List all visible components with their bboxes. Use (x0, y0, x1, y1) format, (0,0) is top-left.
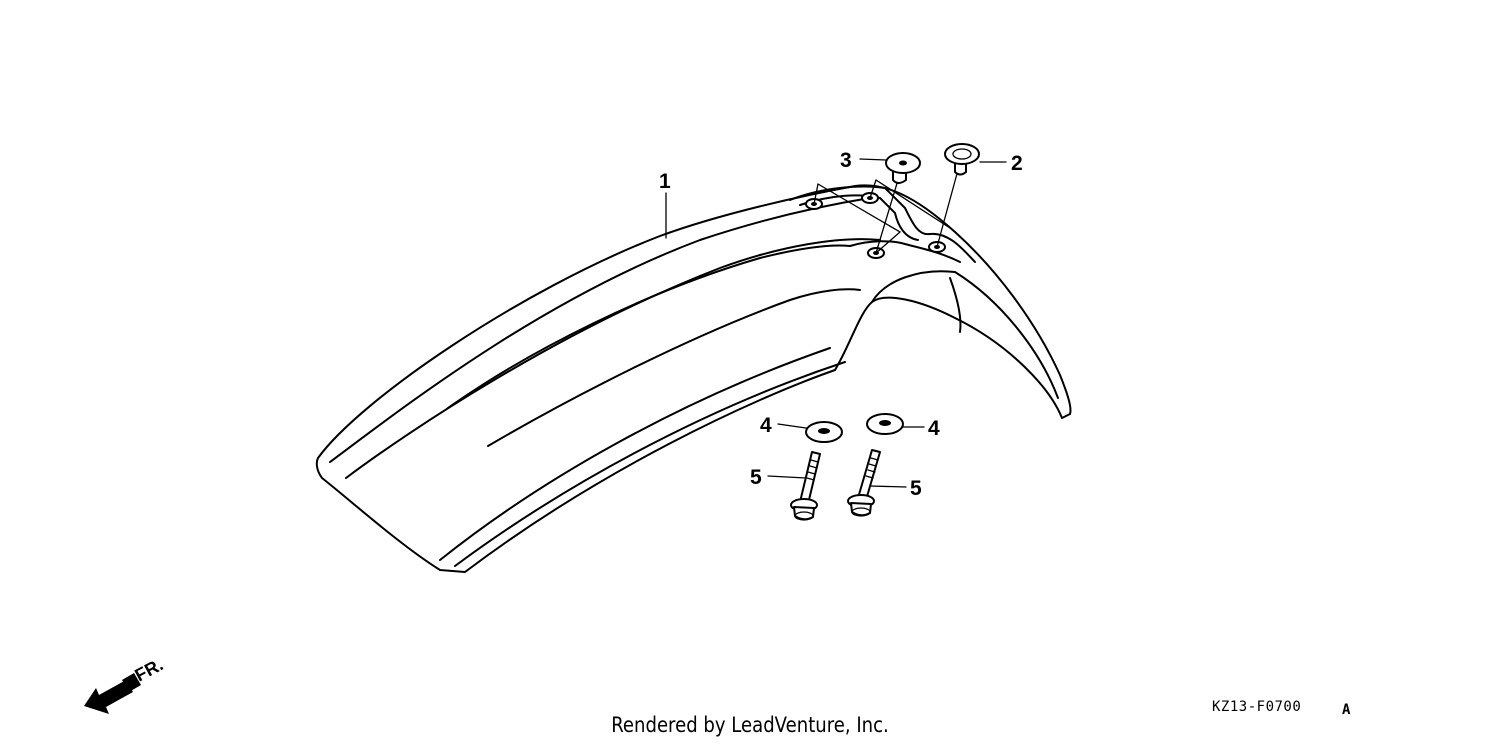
front-arrow-icon (84, 680, 133, 714)
callout-1: 1 (659, 170, 671, 193)
drawing-revision: A (1342, 702, 1351, 718)
callout-5-right: 5 (910, 477, 922, 500)
callout-4-left: 4 (760, 414, 772, 437)
bolt-right[interactable] (847, 449, 881, 517)
bolt-left[interactable] (790, 451, 821, 521)
callout-4-right: 4 (928, 417, 940, 440)
assembly-guide-lines (813, 169, 959, 254)
drawing-code: KZ13-F0700 (1212, 699, 1301, 715)
render-credit: Rendered by LeadVenture, Inc. (611, 713, 889, 737)
washer-left[interactable] (805, 421, 843, 443)
front-fender[interactable] (315, 184, 1072, 573)
washer-right[interactable] (866, 413, 904, 435)
callout-2: 2 (1011, 152, 1023, 175)
front-direction-indicator: FR. (84, 654, 166, 714)
grommet-right[interactable] (944, 143, 980, 176)
leader-lines (665, 158, 1007, 488)
grommet-left[interactable] (885, 152, 921, 184)
callout-5-left: 5 (750, 466, 762, 489)
callout-3: 3 (840, 149, 852, 172)
